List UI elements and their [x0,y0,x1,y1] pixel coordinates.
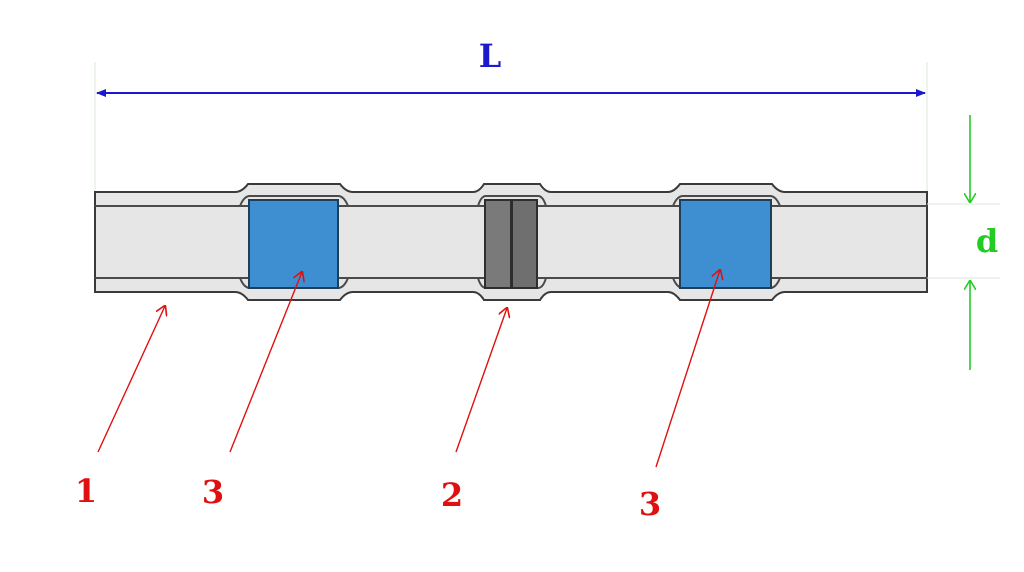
callout-3-left-leader [229,272,302,453]
callout-2-leader [455,308,507,453]
callout-2-label: 2 [441,476,463,514]
length-dimension: L [94,37,928,192]
callout-3-right: 3 [639,270,720,523]
callout-1-label: 1 [75,472,97,510]
crimp-sleeve [484,199,538,289]
callout-3-right-leader [655,270,720,468]
diameter-label: d [976,222,998,260]
diameter-dimension: d [927,115,1000,370]
bulge-right-inner [672,195,781,207]
callout-3-right-label: 3 [639,485,661,523]
crimp-sleeve-right-half [511,199,538,289]
solder-insert-left [248,199,339,289]
bulge-left-inner [239,195,349,207]
callout-1-leader [97,306,165,453]
callout-3-left-label: 3 [202,473,224,511]
solder-insert-right [679,199,772,289]
length-label: L [479,37,502,75]
callout-1: 1 [75,306,165,510]
callout-2: 2 [441,308,507,514]
callout-3-left: 3 [202,272,302,511]
bulge-center-inner [477,195,547,207]
crimp-sleeve-left-half [484,199,512,289]
